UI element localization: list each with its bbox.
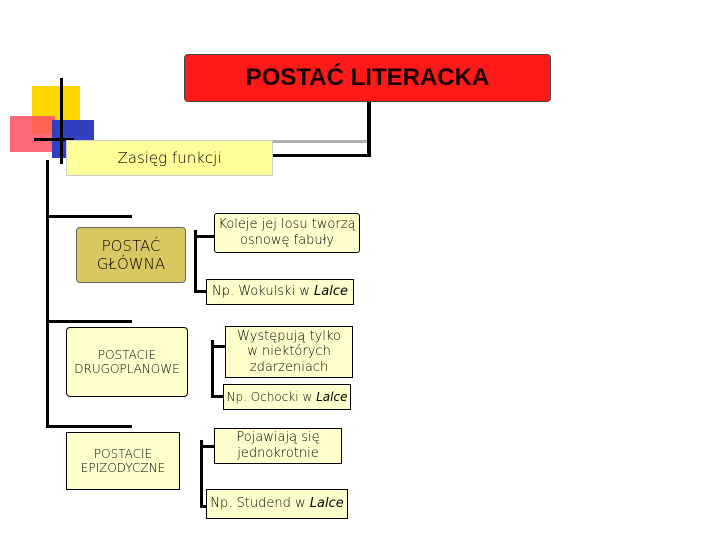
category-secondary-characters: POSTACIE DRUGOPLANOWE bbox=[66, 327, 188, 397]
title-connector-horizontal bbox=[270, 154, 371, 157]
row1-connector-to-desc bbox=[194, 235, 214, 238]
diagram-title: POSTAĆ LITERACKA bbox=[184, 54, 551, 102]
scope-label: Zasięg funkcji bbox=[66, 140, 273, 176]
example-main-character: Np. Wokulski w Lalce bbox=[206, 279, 354, 305]
example-secondary-title: Lalce bbox=[316, 389, 348, 404]
description-main-character: Koleje jej losu tworzą osnowę fabuły bbox=[214, 213, 360, 253]
decor-red-square bbox=[10, 116, 55, 152]
title-connector-vertical bbox=[367, 100, 371, 157]
row3-connector-to-desc bbox=[200, 445, 214, 448]
branch-to-episodic bbox=[46, 425, 132, 428]
example-episodic-characters: Np. Studend w Lalce bbox=[206, 489, 348, 519]
row3-connector-vertical bbox=[200, 440, 203, 508]
example-main-prefix: Np. Wokulski w bbox=[211, 284, 315, 300]
category-main-character: POSTAĆ GŁÓWNA bbox=[76, 227, 186, 283]
trunk-line bbox=[46, 160, 49, 428]
example-main-title: Lalce bbox=[314, 284, 349, 300]
example-secondary-characters: Np. Ochocki w Lalce bbox=[223, 384, 351, 410]
decor-vertical-line bbox=[60, 78, 63, 164]
branch-to-secondary bbox=[46, 320, 132, 323]
description-episodic-characters: Pojawiają się jednokrotnie bbox=[214, 428, 342, 464]
title-connector-gray bbox=[270, 140, 367, 143]
description-secondary-characters: Występują tylko w niektórych zdarzeniach bbox=[225, 326, 353, 378]
example-episodic-title: Lalce bbox=[309, 496, 344, 512]
decor-horizontal-line bbox=[34, 138, 74, 141]
example-secondary-prefix: Np. Ochocki w bbox=[226, 389, 317, 404]
row1-connector-vertical bbox=[194, 230, 197, 293]
row3-connector-to-example bbox=[200, 505, 208, 508]
row2-connector-vertical bbox=[211, 340, 214, 397]
example-episodic-prefix: Np. Studend w bbox=[210, 496, 310, 512]
row1-connector-to-example bbox=[194, 290, 206, 293]
branch-to-main bbox=[46, 215, 132, 218]
category-episodic-characters: POSTACIE EPIZODYCZNE bbox=[66, 432, 180, 490]
row2-connector-to-desc bbox=[211, 345, 225, 348]
row2-connector-to-example bbox=[211, 395, 223, 398]
